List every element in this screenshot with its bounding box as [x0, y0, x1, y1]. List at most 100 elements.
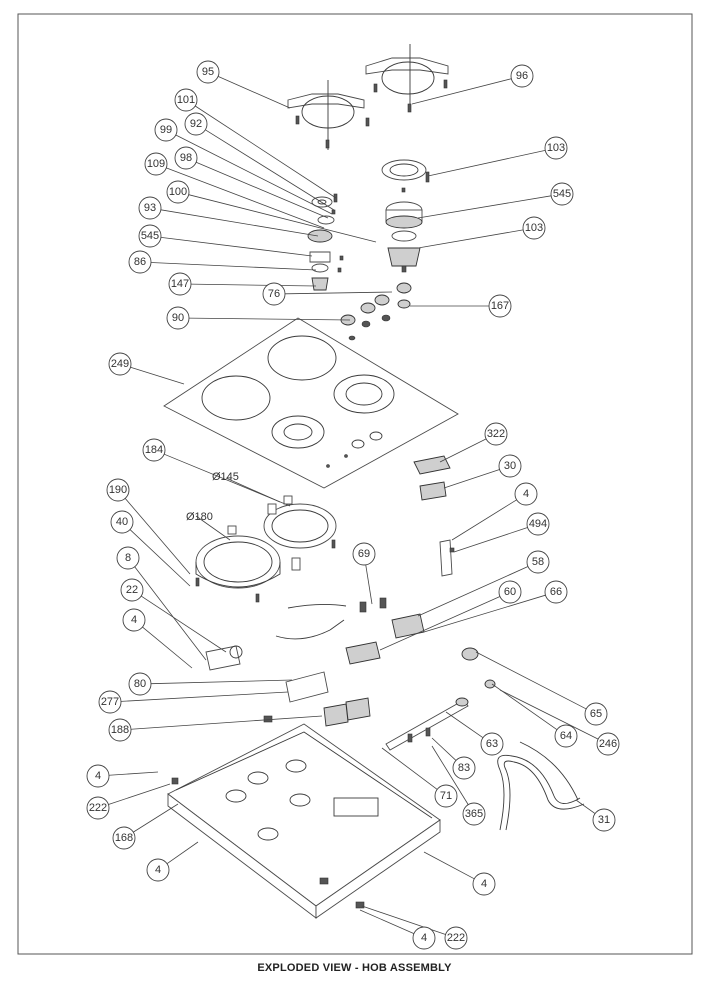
callout-label-545: 545: [141, 230, 159, 242]
callout-label-100: 100: [169, 186, 187, 198]
callout-leaders: [108, 76, 599, 935]
callout-bubble-4: [472, 872, 496, 896]
callout-label-90: 90: [172, 312, 184, 324]
callout-leader-4: [451, 499, 517, 541]
callout-label-249: 249: [111, 358, 129, 370]
callout-label-322: 322: [487, 428, 505, 440]
callout-leader-83: [431, 737, 457, 761]
callout-label-4: 4: [421, 932, 427, 944]
pan-support-left: [287, 80, 370, 150]
callout-label-99: 99: [160, 124, 172, 136]
callout-label-40: 40: [116, 516, 128, 528]
callout-label-60: 60: [504, 586, 516, 598]
callout-leader-246: [499, 689, 599, 740]
callout-label-4: 4: [523, 488, 529, 500]
callout-label-22: 22: [126, 584, 138, 596]
callout-label-66: 66: [550, 586, 562, 598]
callout-leader-58: [417, 566, 529, 617]
callout-leader-99: [175, 134, 333, 215]
callout-label-98: 98: [180, 152, 192, 164]
brackets-terminals: [205, 645, 371, 727]
callout-leader-4: [166, 841, 199, 865]
callout-bubble-168: [112, 826, 136, 850]
callout-leader-222: [108, 783, 171, 805]
callout-bubble-99: [154, 118, 178, 142]
callout-label-545: 545: [553, 188, 571, 200]
callout-leader-93: [160, 209, 319, 237]
callout-leader-494: [453, 527, 528, 553]
callout-bubble-76: [262, 282, 286, 306]
callout-label-168: 168: [115, 832, 133, 844]
callout-bubble-90: [166, 306, 190, 330]
callout-bubble-22: [120, 578, 144, 602]
callout-label-96: 96: [516, 70, 528, 82]
pan-support-right: [365, 44, 449, 113]
callout-label-277: 277: [101, 696, 119, 708]
callout-leader-76: [284, 291, 393, 295]
callout-label-58: 58: [532, 556, 544, 568]
callout-bubble-92: [184, 112, 208, 136]
callout-label-190: 190: [109, 484, 127, 496]
callout-bubble-100: [166, 180, 190, 204]
callout-bubble-101: [174, 88, 198, 112]
callout-bubble-60: [498, 580, 522, 604]
control-knobs: [340, 282, 412, 341]
callout-bubble-83: [452, 756, 476, 780]
callout-label-167: 167: [491, 300, 509, 312]
callout-leader-71: [381, 747, 438, 790]
callout-bubble-65: [584, 702, 608, 726]
callout-bubble-93: [138, 196, 162, 220]
base-tray: [167, 723, 441, 919]
callout-leader-249: [130, 366, 185, 385]
callout-bubble-98: [174, 146, 198, 170]
callout-leader-4: [423, 851, 475, 880]
callout-label-222: 222: [89, 802, 107, 814]
callout-label-222: 222: [447, 932, 465, 944]
callout-bubble-80: [128, 672, 152, 696]
callout-bubble-322: [484, 422, 508, 446]
callout-leader-60: [379, 596, 501, 651]
callout-label-188: 188: [111, 724, 129, 736]
callout-bubble-63: [480, 732, 504, 756]
callout-leader-31: [575, 799, 596, 814]
callout-bubble-109: [144, 152, 168, 176]
callout-bubble-167: [488, 294, 512, 318]
callout-label-494: 494: [529, 518, 547, 530]
callout-label-30: 30: [504, 460, 516, 472]
callout-bubble-494: [526, 512, 550, 536]
callout-bubble-188: [108, 718, 132, 742]
dim-line-180: [195, 515, 231, 541]
callout-bubble-222: [86, 796, 110, 820]
callout-bubble-58: [526, 550, 550, 574]
sheet-border: [17, 13, 693, 955]
callout-label-64: 64: [560, 730, 572, 742]
callout-leader-30: [443, 469, 500, 489]
callout-bubble-71: [434, 784, 458, 808]
callout-label-4: 4: [481, 878, 487, 890]
callout-bubble-147: [168, 272, 192, 296]
callout-bubble-184: [142, 438, 166, 462]
callout-leader-190: [124, 498, 191, 575]
callout-label-95: 95: [202, 66, 214, 78]
callout-leader-86: [150, 262, 317, 271]
callout-bubble-31: [592, 808, 616, 832]
callout-leader-545: [160, 236, 313, 257]
callout-label-86: 86: [134, 256, 146, 268]
callout-leader-168: [133, 803, 179, 833]
dimension-145: Ø145: [212, 471, 239, 483]
callout-leader-4: [142, 626, 193, 669]
callout-bubble-4: [412, 926, 436, 950]
callout-leader-277: [120, 691, 289, 702]
callout-leader-8: [134, 566, 207, 661]
callout-label-65: 65: [590, 708, 602, 720]
callout-bubble-66: [544, 580, 568, 604]
callout-bubble-4: [122, 608, 146, 632]
callout-leader-22: [140, 595, 227, 653]
callout-bubble-277: [98, 690, 122, 714]
callout-leader-4: [359, 909, 415, 934]
callout-label-246: 246: [599, 738, 617, 750]
callout-leader-96: [411, 78, 512, 105]
callout-bubble-4: [146, 858, 170, 882]
